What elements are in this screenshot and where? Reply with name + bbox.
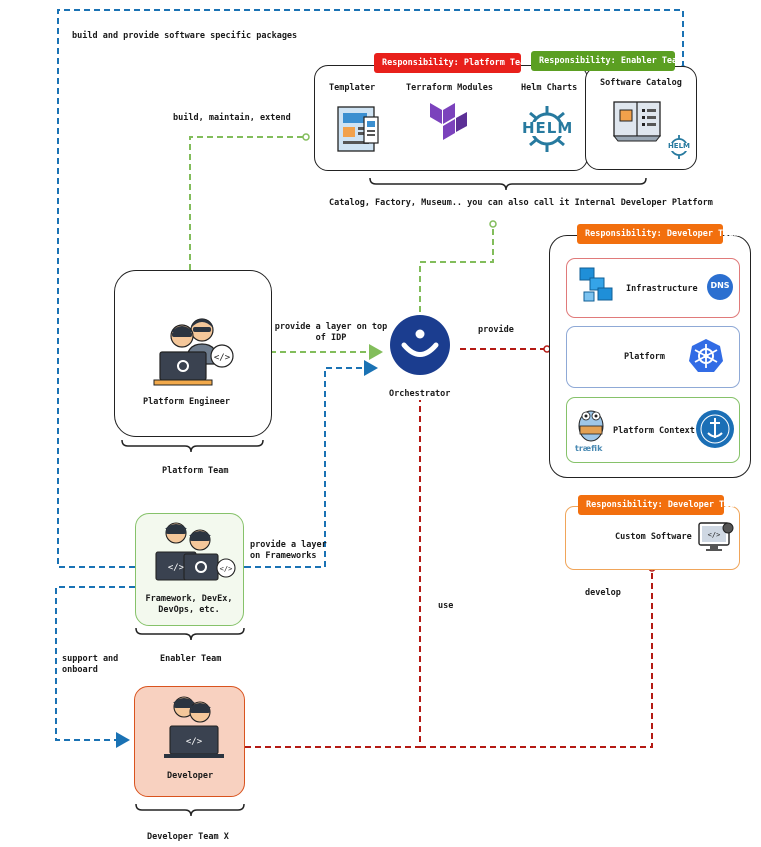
enabler-label: Framework, DevEx, DevOps, etc. xyxy=(145,594,233,615)
traefik-logo-text: træfik xyxy=(575,444,603,453)
red-develop-line xyxy=(420,571,653,748)
tool-label-helm: Helm Charts xyxy=(521,83,578,93)
custom-software-label: Custom Software xyxy=(615,532,692,542)
svg-text:</>: </> xyxy=(220,565,233,573)
svg-text:</>: </> xyxy=(214,353,231,363)
platform-engineer-label: Platform Engineer xyxy=(143,397,230,407)
enabler-team-label: Enabler Team xyxy=(160,654,222,664)
dns-icon xyxy=(707,274,733,300)
tool-label-templater: Templater xyxy=(329,83,376,93)
infrastructure-card xyxy=(566,258,740,318)
green-orch-catalog-line xyxy=(419,227,494,312)
use-label: use xyxy=(438,601,454,611)
catalog-caption: Catalog, Factory, Museum.. you can also … xyxy=(329,198,713,208)
enabler-team-badge: Responsibility: Enabler Team xyxy=(531,51,682,71)
argo-icon xyxy=(696,410,734,448)
platform-label: Platform xyxy=(624,352,665,362)
brace-platform-team xyxy=(121,439,264,453)
platform-card xyxy=(566,326,740,388)
provide-label: provide xyxy=(478,325,514,335)
catalog-book-icon xyxy=(612,101,662,142)
tool-label-terraform: Terraform Modules xyxy=(406,83,493,93)
blue-support-line xyxy=(55,586,135,748)
infrastructure-label: Infrastructure xyxy=(626,284,698,294)
red-use-line xyxy=(245,400,421,748)
platform-engineer-icon: </> xyxy=(153,318,234,386)
support-onboard-label: support and onboard xyxy=(62,654,119,675)
developer-icon: </> xyxy=(164,696,224,758)
platform-team-label: Platform Team xyxy=(162,466,229,476)
platform-context-card xyxy=(566,397,740,463)
templater-icon xyxy=(337,106,379,152)
custom-software-badge: Responsibility: Developer Team xyxy=(578,495,740,515)
terraform-icon xyxy=(430,103,467,140)
traefik-gopher-icon xyxy=(578,410,604,442)
green-build-end xyxy=(302,133,310,141)
provide-layer-idp-label: provide a layer on top of IDP xyxy=(274,322,388,343)
brace-enabler-team xyxy=(135,627,245,641)
svg-text:</>: </> xyxy=(708,531,721,539)
orchestrator-label: Orchestrator xyxy=(389,389,451,399)
develop-label: develop xyxy=(585,588,621,598)
catalog-helm-icon xyxy=(666,135,692,159)
developer-resp-badge: Responsibility: Developer Team xyxy=(577,224,739,244)
svg-text:</>: </> xyxy=(186,737,203,747)
brace-catalog xyxy=(369,177,647,191)
platform-team-badge: Responsibility: Platform Team xyxy=(374,53,530,73)
helm-logo-text: HELM xyxy=(522,119,574,137)
dns-icon-text: DNS xyxy=(710,281,730,290)
azure-infra-icon xyxy=(579,267,613,302)
provide-layer-frameworks-label: provide a layer on Frameworks xyxy=(250,540,327,561)
developer-label: Developer xyxy=(167,771,214,781)
blue-frameworks-line xyxy=(245,360,378,568)
enabler-team-icon: </> </> xyxy=(155,522,236,581)
software-catalog-title: Software Catalog xyxy=(600,78,682,88)
brace-developer-team xyxy=(135,803,245,817)
developer-team-label: Developer Team X xyxy=(147,832,229,842)
catalog-helm-text: HELM xyxy=(667,142,691,150)
green-build-line xyxy=(189,136,303,270)
build-maintain-label: build, maintain, extend xyxy=(173,113,291,123)
code-monitor-icon: </> xyxy=(698,522,734,551)
helm-icon xyxy=(522,106,572,152)
orchestrator-icon xyxy=(390,315,450,375)
platform-context-label: Platform Context xyxy=(613,426,695,436)
blue-top-loop xyxy=(57,9,684,568)
green-orch-catalog-end xyxy=(489,220,497,228)
kubernetes-icon xyxy=(689,339,723,372)
svg-text:</>: </> xyxy=(168,563,185,573)
top-annotation: build and provide software specific pack… xyxy=(72,31,298,41)
